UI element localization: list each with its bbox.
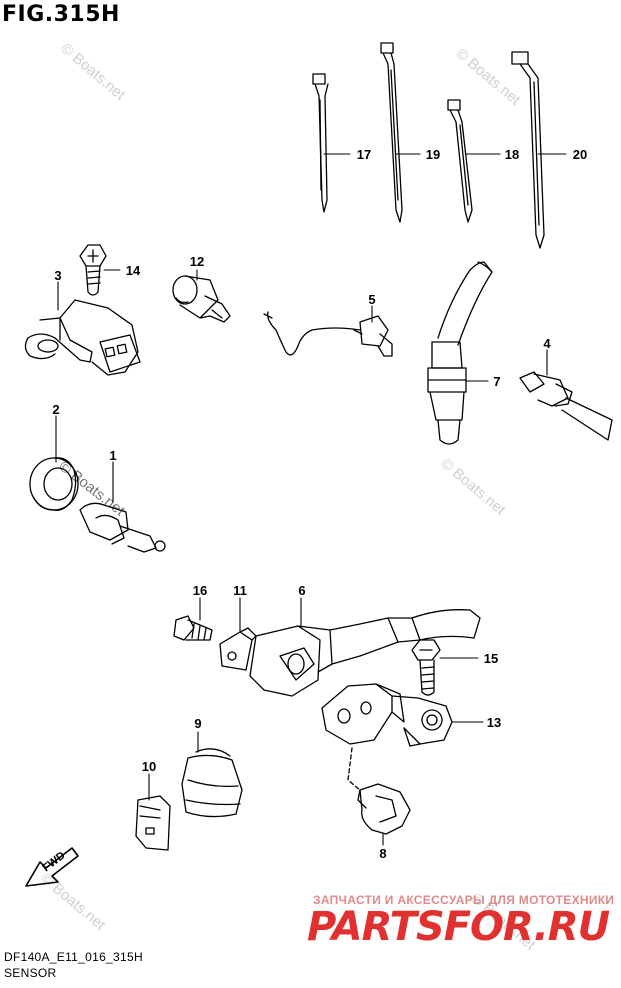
knock-sensor-part <box>263 311 393 357</box>
callout-3: 3 <box>54 268 61 283</box>
sensor-part-1 <box>79 502 166 553</box>
callout-7: 7 <box>493 374 500 389</box>
callout-9: 9 <box>194 716 201 731</box>
figure-title: FIG.315H <box>2 2 120 27</box>
bracket-part-13 <box>321 683 453 747</box>
map-sensor-part <box>24 299 141 376</box>
figure-subtitle: SENSOR <box>4 966 57 980</box>
watermark-ru-text: ЗАПЧАСТИ И АКСЕССУАРЫ ДЛЯ МОТОТЕХНИКИ <box>313 893 615 907</box>
boats-watermark: © Boats.net <box>37 870 109 934</box>
grommet-part <box>29 457 79 511</box>
sensor-part-8 <box>357 783 411 835</box>
temperature-sensor-part <box>519 371 613 441</box>
boats-watermark-dark: © Boats.net <box>56 458 129 520</box>
boats-watermark: © Boats.net <box>437 455 509 519</box>
clip-part-9 <box>181 748 243 818</box>
crank-position-sensor-part <box>249 609 481 697</box>
callout-20: 20 <box>573 147 587 162</box>
figure-code: DF140A_E11_016_315H <box>4 950 143 964</box>
cable-tie-20 <box>511 51 545 249</box>
callout-14: 14 <box>126 263 141 278</box>
callout-11: 11 <box>233 583 247 598</box>
callout-16: 16 <box>193 583 207 598</box>
callout-17: 17 <box>357 147 371 162</box>
callout-2: 2 <box>52 402 59 417</box>
callout-19: 19 <box>426 147 440 162</box>
pressure-switch-part <box>172 275 231 323</box>
cable-tie-18 <box>447 99 473 223</box>
callout-5: 5 <box>368 292 375 307</box>
oxygen-sensor-part <box>427 261 493 445</box>
callout-8: 8 <box>379 846 386 861</box>
boats-watermark: © Boats.net <box>452 45 524 109</box>
bolt-part <box>173 615 213 641</box>
bolt-part <box>411 639 441 696</box>
hidden-line <box>347 747 361 791</box>
leader-lines <box>55 153 567 846</box>
callout-4: 4 <box>543 336 551 351</box>
callout-1: 1 <box>109 448 116 463</box>
callout-6: 6 <box>298 583 305 598</box>
callout-13: 13 <box>487 715 501 730</box>
callout-12: 12 <box>190 254 204 269</box>
callout-10: 10 <box>142 759 156 774</box>
callout-labels: 1 2 3 4 5 6 7 8 9 10 11 12 13 14 15 16 1… <box>52 147 587 861</box>
cable-tie-19 <box>380 42 403 223</box>
boats-watermark: © Boats.net <box>57 40 129 104</box>
watermark-brand-logo: PARTSFOR.RU <box>307 904 610 950</box>
callout-15: 15 <box>484 651 498 666</box>
clamp-part-11 <box>219 627 257 671</box>
bolt-part <box>79 244 107 296</box>
plate-part-10 <box>135 795 171 851</box>
cable-tie-17 <box>312 73 329 213</box>
callout-18: 18 <box>505 147 519 162</box>
fwd-label: FWD <box>40 849 67 874</box>
